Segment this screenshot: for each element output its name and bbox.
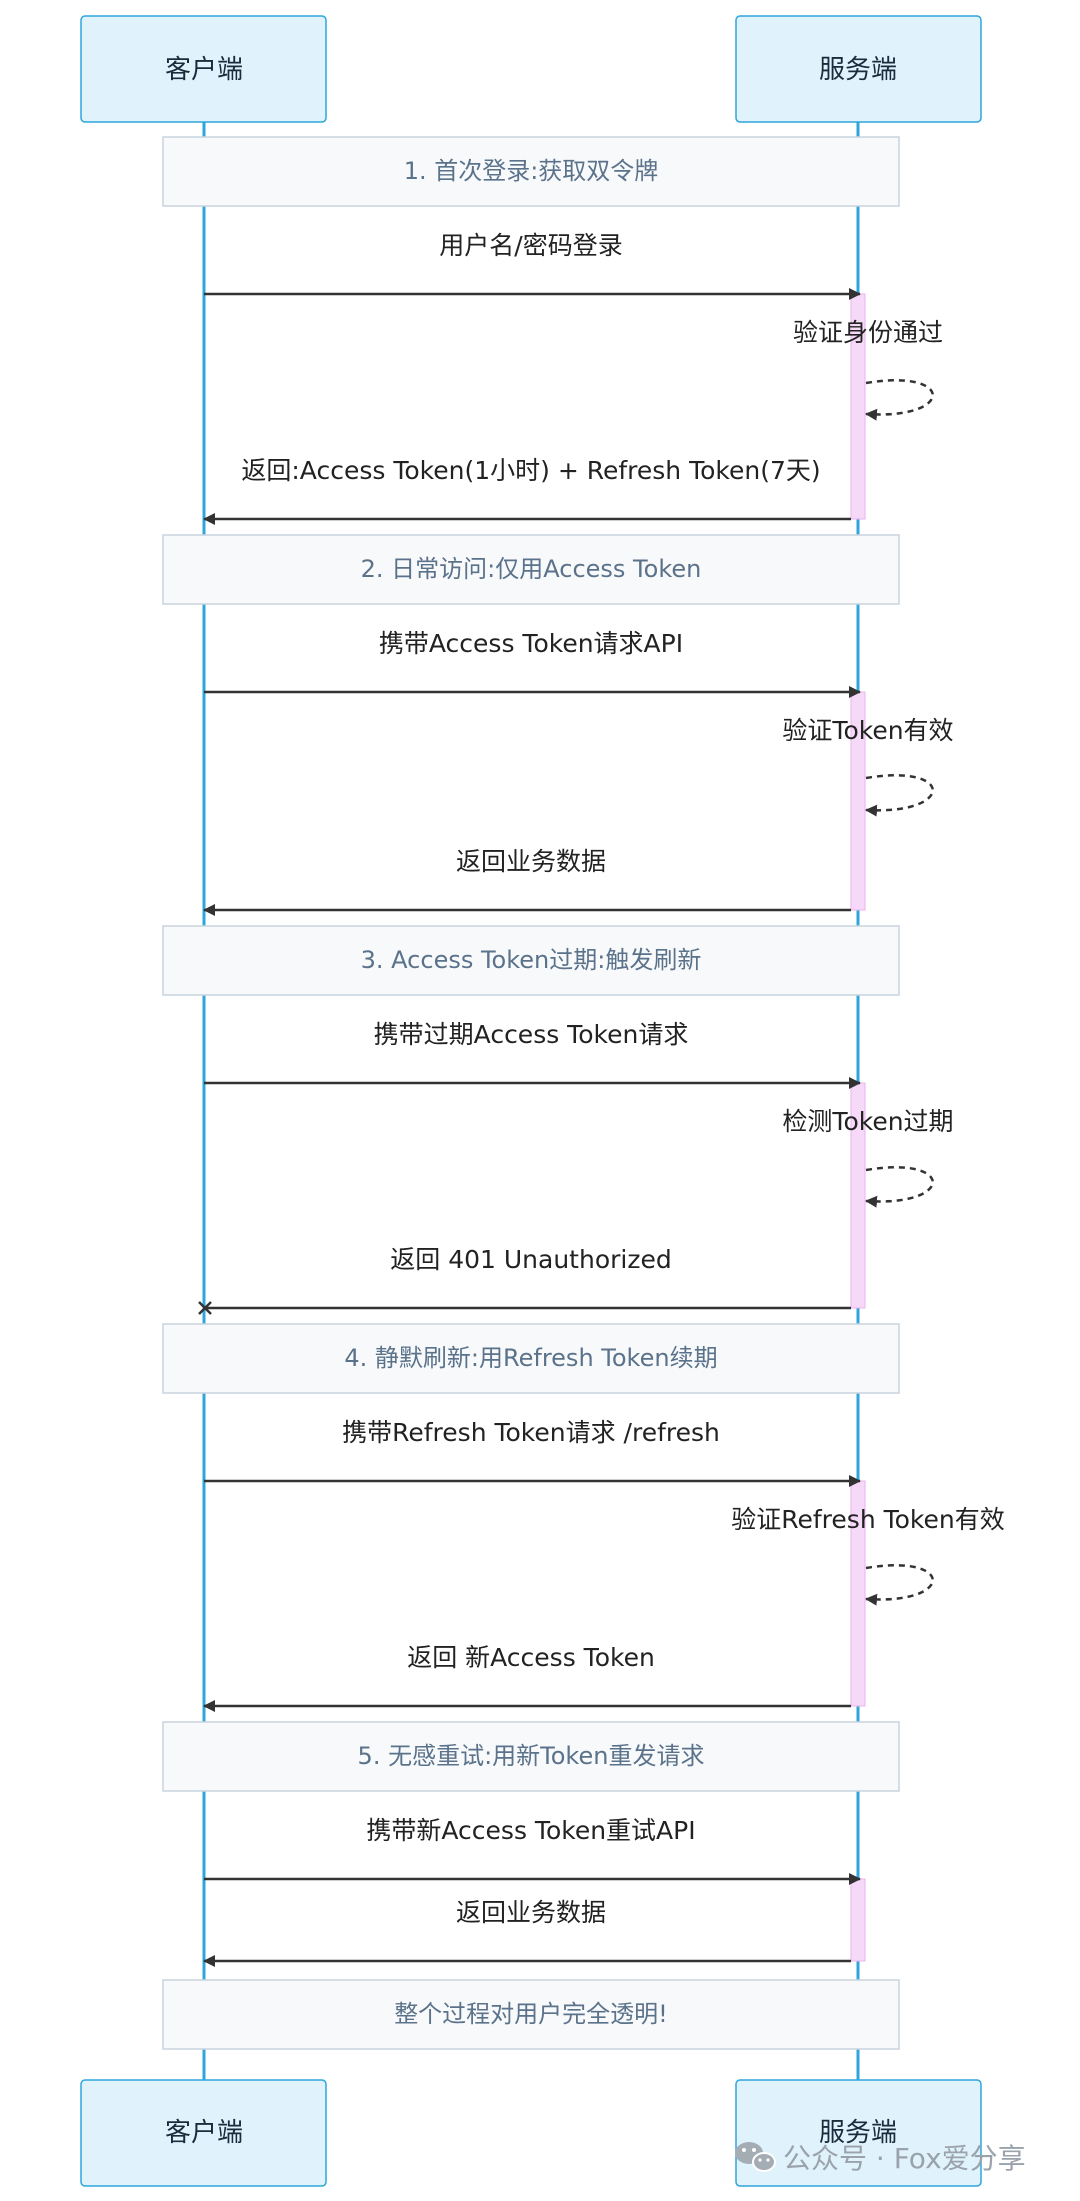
svg-text:整个过程对用户完全透明!: 整个过程对用户完全透明!: [394, 2000, 668, 2028]
actor-client-bottom[interactable]: 客户端: [80, 2079, 327, 2187]
note-summary: 整个过程对用户完全透明!: [162, 1979, 900, 2050]
wechat-icon: [735, 2142, 776, 2172]
actor-client-label: 客户端: [165, 55, 243, 85]
message-label-401: 返回 401 Unauthorized: [390, 1245, 671, 1274]
note-phase-5: 5. 无感重试:用新Token重发请求: [162, 1721, 900, 1792]
message-label-request-api: 携带Access Token请求API: [379, 629, 683, 658]
watermark: 公众号 · Fox爱分享: [735, 2142, 1026, 2175]
message-label-verify-token: 验证Token有效: [782, 716, 953, 745]
message-label-retry-api: 携带新Access Token重试API: [366, 1816, 695, 1845]
actor-server-label-bottom: 服务端: [819, 2118, 897, 2148]
note-phase-2: 2. 日常访问:仅用Access Token: [162, 534, 900, 605]
message-label-request-refresh: 携带Refresh Token请求 /refresh: [342, 1418, 720, 1447]
message-label-return-data-final: 返回业务数据: [456, 1898, 606, 1927]
message-label-return-tokens: 返回:Access Token(1小时) + Refresh Token(7天): [241, 456, 820, 485]
actor-client-top[interactable]: 客户端: [80, 15, 327, 123]
message-label-detect-expired: 检测Token过期: [782, 1107, 953, 1136]
message-label-return-data: 返回业务数据: [456, 847, 606, 876]
self-arrow-verify-token: [865, 774, 934, 817]
svg-text:1. 首次登录:获取双令牌: 1. 首次登录:获取双令牌: [404, 157, 659, 185]
self-arrow-detect-expired: [865, 1166, 934, 1208]
activation-bar-5: [850, 1878, 866, 1962]
note-phase-1: 1. 首次登录:获取双令牌: [162, 136, 900, 207]
actor-server-top[interactable]: 服务端: [735, 15, 982, 123]
message-label-verify-identity: 验证身份通过: [793, 318, 943, 347]
svg-text:5. 无感重试:用新Token重发请求: 5. 无感重试:用新Token重发请求: [358, 1742, 705, 1770]
actor-server-bottom[interactable]: 服务端: [735, 2079, 982, 2187]
self-arrow-verify-refresh: [865, 1564, 934, 1606]
svg-text:3. Access Token过期:触发刷新: 3. Access Token过期:触发刷新: [361, 946, 702, 974]
watermark-text: 公众号 · Fox爱分享: [783, 2142, 1026, 2175]
actor-server-label: 服务端: [819, 55, 897, 85]
self-arrow-verify-identity: [865, 379, 934, 421]
cross-end-icon: [198, 1301, 212, 1315]
message-label-return-new-token: 返回 新Access Token: [407, 1643, 655, 1672]
svg-text:4. 静默刷新:用Refresh Token续期: 4. 静默刷新:用Refresh Token续期: [344, 1344, 717, 1372]
note-phase-4: 4. 静默刷新:用Refresh Token续期: [162, 1323, 900, 1394]
message-label-request-expired: 携带过期Access Token请求: [374, 1020, 689, 1049]
note-phase-3: 3. Access Token过期:触发刷新: [162, 925, 900, 996]
message-label-login: 用户名/密码登录: [439, 231, 622, 260]
svg-text:2. 日常访问:仅用Access Token: 2. 日常访问:仅用Access Token: [361, 555, 702, 583]
actor-client-label-bottom: 客户端: [165, 2118, 243, 2148]
message-label-verify-refresh: 验证Refresh Token有效: [731, 1505, 1005, 1534]
